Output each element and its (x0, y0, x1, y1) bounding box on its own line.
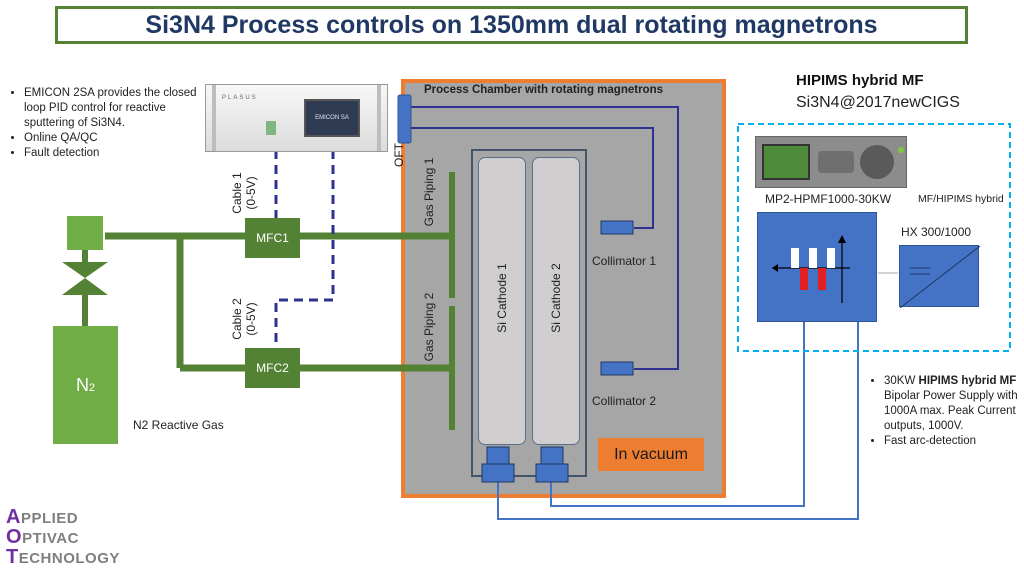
bullet-pid: EMICON 2SA provides the closed loop PID … (24, 86, 198, 131)
collimator-fibers (411, 106, 679, 370)
bullet-qa: Online QA/QC (24, 131, 198, 146)
hx-label: HX 300/1000 (901, 225, 972, 239)
page-title: Si3N4 Process controls on 1350mm dual ro… (145, 10, 878, 39)
chamber-title: Process Chamber with rotating magnetrons (424, 84, 663, 96)
bullet-arc: Fast arc-detection (884, 434, 1018, 449)
si-cathode-1 (478, 157, 526, 445)
bullet-power-spec: 30KW HIPIMS hybrid MF Bipolar Power Supp… (884, 374, 1018, 434)
gas-piping-1-label: Gas Piping 1 (422, 157, 436, 227)
cable-2-label: Cable 2(0-5V) (230, 298, 258, 340)
gas-piping-1-bar (449, 172, 455, 298)
in-vacuum-badge: In vacuum (598, 438, 704, 471)
valve-handle (67, 216, 103, 250)
collimator-2-head (600, 361, 634, 376)
power-supply-front-panel (755, 136, 907, 188)
mfc1-box: MFC1 (245, 218, 300, 258)
mfc2-box: MFC2 (245, 348, 300, 388)
oft-label: OFT (392, 143, 406, 167)
collimator-2-label: Collimator 2 (592, 394, 657, 408)
emicon-controller: PLASUS EMICON SA (205, 84, 388, 152)
hx-symbol-icon (899, 245, 981, 309)
bullet-fault: Fault detection (24, 146, 198, 161)
aot-logo: APPLIED OPTIVAC TECHNOLOGY (6, 506, 120, 568)
title-banner: Si3N4 Process controls on 1350mm dual ro… (55, 6, 968, 44)
hipims-subtitle: Si3N4@2017newCIGS (796, 94, 960, 111)
gas-piping-2-bar (449, 306, 455, 430)
n2-gas-label: N2 Reactive Gas (133, 418, 224, 432)
collimator-1-label: Collimator 1 (592, 254, 657, 268)
cathode-frame (471, 149, 587, 477)
si-cathode-2 (532, 157, 580, 445)
mode-label: MF/HIPIMS hybrid (918, 193, 1004, 205)
power-supply-notes: 30KW HIPIMS hybrid MF Bipolar Power Supp… (868, 374, 1018, 449)
oft-connector (397, 94, 412, 144)
n2-tank-label: N (75, 374, 89, 395)
controller-brand: PLASUS (222, 95, 258, 101)
valve-icon (62, 250, 108, 326)
controller-screen: EMICON SA (304, 99, 360, 137)
power-supply-model: MP2-HPMF1000-30KW (765, 192, 892, 206)
bipolar-pulse-icon (772, 235, 850, 303)
hx-unit (899, 245, 981, 309)
power-supply-unit (757, 212, 877, 322)
hipims-title: HIPIMS hybrid MF (796, 72, 924, 89)
cathode-2-label: Si Cathode 2 (549, 263, 563, 333)
cathode-1-label: Si Cathode 1 (495, 263, 509, 333)
power-cables (497, 322, 859, 520)
controller-screen-label: EMICON SA (315, 115, 349, 121)
collimator-1-head (600, 220, 634, 235)
gas-piping-2-label: Gas Piping 2 (422, 292, 436, 362)
power-supply-frame (737, 123, 1011, 352)
signal-cables (274, 150, 335, 350)
controller-notes: EMICON 2SA provides the closed loop PID … (8, 86, 198, 161)
cable-1-label: Cable 1(0-5V) (230, 172, 258, 214)
